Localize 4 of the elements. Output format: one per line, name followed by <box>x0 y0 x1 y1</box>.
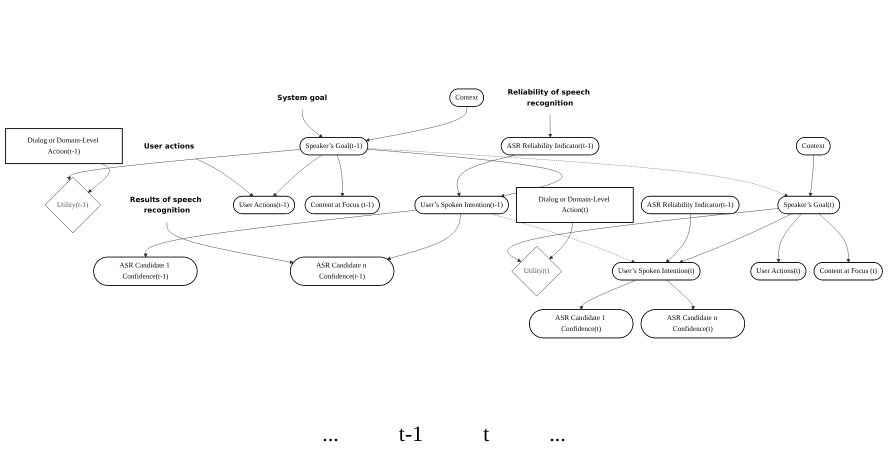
label-text: ... <box>322 421 339 447</box>
label-text: t-1 <box>398 421 424 447</box>
label-text: t <box>483 421 490 447</box>
label-text: ... <box>549 421 566 447</box>
